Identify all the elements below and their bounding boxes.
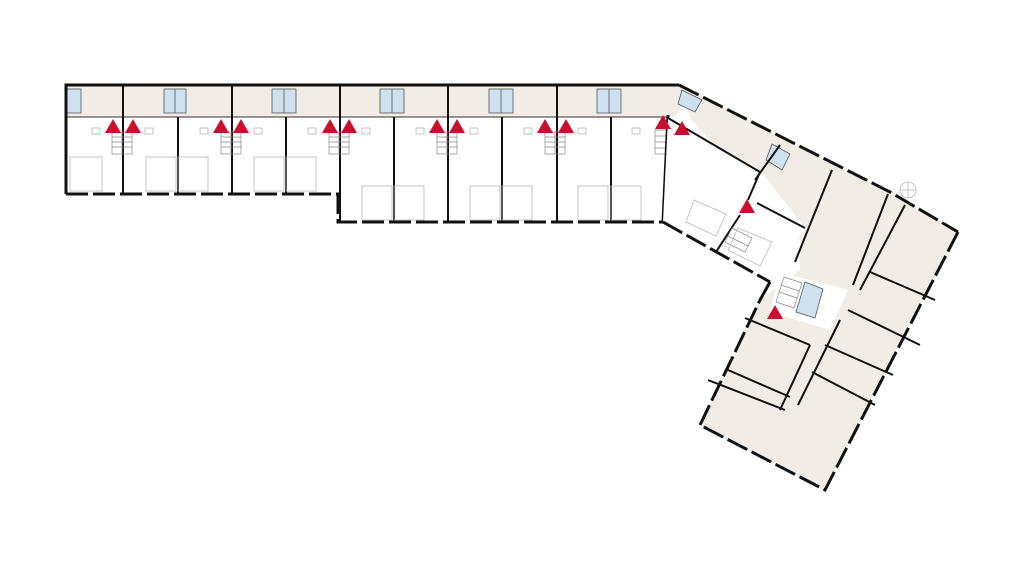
- wet-room: [677, 89, 703, 113]
- triangle-icon: [449, 119, 465, 133]
- east-wing: [662, 83, 960, 493]
- triangle-icon: [674, 121, 690, 135]
- triangle-icon: [537, 119, 553, 133]
- entrance-markers: [105, 115, 783, 319]
- triangle-icon: [125, 119, 141, 133]
- wet-room: [66, 88, 82, 114]
- west-wing-exterior-walls: [64, 83, 679, 224]
- triangle-icon: [341, 119, 357, 133]
- stair-icon: [724, 227, 803, 309]
- triangle-icon: [739, 199, 755, 213]
- furniture: [69, 127, 642, 221]
- west-wing: [64, 83, 690, 224]
- triangle-icon: [213, 119, 229, 133]
- triangle-icon: [322, 119, 338, 133]
- furniture: [685, 181, 917, 267]
- east-wing-partitions: [667, 117, 936, 411]
- wet-room: [795, 281, 824, 319]
- triangle-icon: [233, 119, 249, 133]
- triangle-icon: [429, 119, 445, 133]
- west-wing-corridor: [66, 85, 690, 117]
- east-wing-rooms-area: [700, 180, 958, 490]
- triangle-icon: [767, 305, 783, 319]
- east-wing-wet-rooms: [677, 89, 824, 319]
- east-wing-exterior-walls: [662, 83, 960, 493]
- stair-icon: [111, 129, 676, 155]
- west-wing-wet-rooms: [66, 88, 622, 114]
- triangle-icon: [558, 119, 574, 133]
- wet-room: [765, 143, 791, 171]
- triangle-icon: [105, 119, 121, 133]
- west-wing-units-area: [66, 115, 668, 222]
- triangle-icon: [655, 115, 671, 129]
